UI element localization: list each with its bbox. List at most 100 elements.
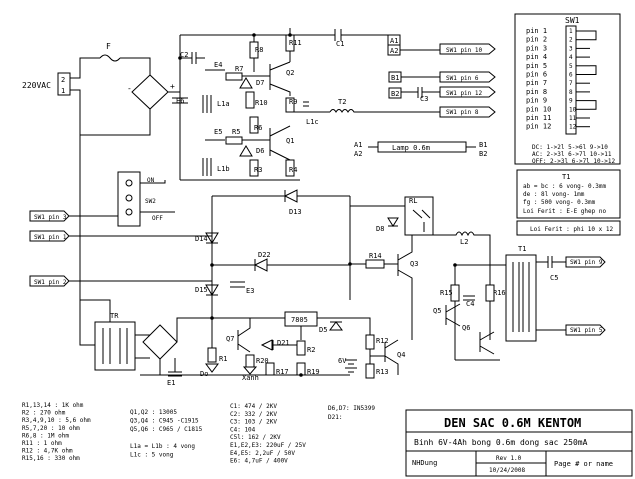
sw2-switch[interactable]: ON SW2 OFF bbox=[117, 171, 175, 227]
bom-line: E4,E5: 2,2uF / 50V bbox=[230, 450, 295, 457]
inductor-l2 bbox=[433, 231, 491, 253]
sw2-on-label: ON bbox=[147, 177, 155, 184]
diode-d21 bbox=[260, 339, 300, 351]
resistor-r14 bbox=[365, 259, 385, 269]
title-main: DEN SAC 0.6M KENTOM bbox=[444, 416, 581, 430]
bom-line: R15,16 : 330 ohm bbox=[22, 455, 80, 462]
svg-text:-: - bbox=[127, 84, 132, 93]
resistor-r3 bbox=[249, 159, 259, 177]
t1-core bbox=[505, 254, 537, 342]
bridge-top-symbol bbox=[131, 74, 169, 110]
sw1-pin-label: pin 3 bbox=[526, 44, 547, 52]
svg-text:SW1 pin 8: SW1 pin 8 bbox=[446, 109, 479, 116]
r6-label: R6 bbox=[254, 124, 262, 132]
fuse-label: F bbox=[106, 42, 111, 51]
sw1-mode-ac: AC: 2->3l 6->7l 10->11 bbox=[532, 151, 612, 158]
bom-line: D6,D7: IN5399 bbox=[328, 405, 375, 412]
t1-spec-title: T1 bbox=[562, 173, 570, 181]
sw1-pin-label: pin 12 bbox=[526, 123, 551, 131]
bom-line: Q5,Q6 : C965 / C1815 bbox=[130, 426, 203, 433]
resistor-r4 bbox=[285, 159, 295, 177]
resistor-r10 bbox=[245, 91, 255, 109]
r5-label: R5 bbox=[232, 128, 240, 136]
svg-text:SW1 pin 9: SW1 pin 9 bbox=[570, 259, 603, 266]
resistor-r15 bbox=[450, 284, 460, 302]
ac-input-wires bbox=[70, 57, 100, 346]
e1-label: E1 bbox=[167, 379, 175, 387]
bom-line: R11 : 1 ohm bbox=[22, 440, 62, 447]
sw2-box bbox=[117, 171, 141, 227]
svg-text:ab = bc : 6 vong- 0.3mm: ab = bc : 6 vong- 0.3mm bbox=[523, 183, 606, 190]
r20-label: R20 bbox=[256, 357, 269, 365]
resistor-r13 bbox=[365, 363, 375, 379]
inductor-l1a bbox=[202, 95, 212, 113]
top-rail bbox=[180, 28, 395, 36]
sw1-pin-number: 10 bbox=[569, 106, 577, 113]
bridge-rectifier-bottom bbox=[135, 317, 212, 375]
lamp-label: Lamp 0.6m bbox=[392, 144, 430, 152]
offpage-sw1-pin10 bbox=[439, 43, 496, 55]
r13-label: R13 bbox=[376, 368, 389, 376]
e3-label: E3 bbox=[246, 287, 254, 295]
r4-label: R4 bbox=[289, 166, 297, 174]
capacitor-c3 bbox=[401, 87, 440, 98]
resistor-r5 bbox=[225, 136, 243, 145]
q4-label: Q4 bbox=[397, 351, 405, 359]
connectors-top: A1 A2 SW1 pin 10 B1 SW1 pin 6 B2 C3 SW1 … bbox=[380, 34, 496, 118]
diode-d15 bbox=[205, 284, 219, 296]
r7-label: R7 bbox=[235, 65, 243, 73]
e5-label: E5 bbox=[214, 128, 222, 136]
r16-label: R16 bbox=[493, 289, 506, 297]
sw1-mode-off: OFF: 2->3l 6->7l 10->12 bbox=[532, 158, 615, 165]
r14-label: R14 bbox=[369, 252, 382, 260]
title-subtitle: Binh 6V-4Ah bong 0.6m dong sac 250mA bbox=[414, 438, 588, 447]
offpage-sw1-pin8 bbox=[439, 106, 496, 118]
bom-line: C5l: 162 / 2KV bbox=[230, 434, 281, 441]
d15-label: D15 bbox=[195, 286, 208, 294]
bom-line: L1a = L1b : 4 vong bbox=[130, 443, 195, 450]
resistor-r1 bbox=[207, 347, 217, 363]
offpage-sw1-pin3 bbox=[29, 210, 70, 222]
capacitor-c5 bbox=[536, 256, 566, 268]
sw1-pin-label: pin 11 bbox=[526, 114, 551, 122]
title-page: Page # or name bbox=[554, 460, 613, 468]
transistor-q7 bbox=[237, 318, 251, 353]
r19-label: R19 bbox=[307, 368, 320, 376]
svg-text:A1: A1 bbox=[390, 37, 398, 45]
q6-label: Q6 bbox=[462, 324, 470, 332]
title-rev: Rev 1.0 bbox=[496, 455, 522, 462]
bom-line: Q3,Q4 : C945 -C1915 bbox=[130, 418, 199, 425]
d5-label: D5 bbox=[319, 326, 327, 334]
l2-spec-box bbox=[516, 220, 621, 236]
svg-text:SW1 pin 5: SW1 pin 5 bbox=[570, 327, 603, 334]
transformer-tr: TR bbox=[80, 299, 136, 371]
capacitor-e3 bbox=[230, 281, 245, 288]
diode-d22 bbox=[212, 258, 350, 272]
svg-text:A2: A2 bbox=[390, 47, 398, 55]
q7-label: Q7 bbox=[226, 335, 234, 343]
resistor-r16 bbox=[485, 284, 495, 302]
c3-label: C3 bbox=[420, 95, 428, 103]
capacitor-c4 bbox=[463, 295, 475, 301]
l1a-label: L1a bbox=[217, 100, 230, 108]
r10-label: R10 bbox=[255, 99, 268, 107]
battery-6v bbox=[345, 359, 357, 373]
sw1-pin-number: 5 bbox=[569, 63, 573, 70]
r1-label: R1 bbox=[219, 355, 227, 363]
sw1-pin-number: 1 bbox=[569, 28, 573, 35]
c5-label: C5 bbox=[550, 274, 558, 282]
svg-text:B1: B1 bbox=[391, 74, 399, 82]
connector-b2 bbox=[388, 87, 402, 99]
bom-line: C1: 474 / 2KV bbox=[230, 403, 277, 410]
d7-label: D7 bbox=[256, 79, 264, 87]
resistor-r2 bbox=[296, 340, 306, 356]
r2-label: R2 bbox=[307, 346, 315, 354]
offpage-left: SW1 pin 3 SW1 pin 1 SW1 pin 2 bbox=[29, 210, 212, 287]
bom-line: Q1,Q2 : 13005 bbox=[130, 409, 177, 416]
bom-line: R2 : 270 ohm bbox=[22, 410, 66, 417]
bom-line: R1,13,14 : 1K ohm bbox=[22, 402, 84, 409]
offpage-sw1-pin12 bbox=[439, 86, 496, 98]
